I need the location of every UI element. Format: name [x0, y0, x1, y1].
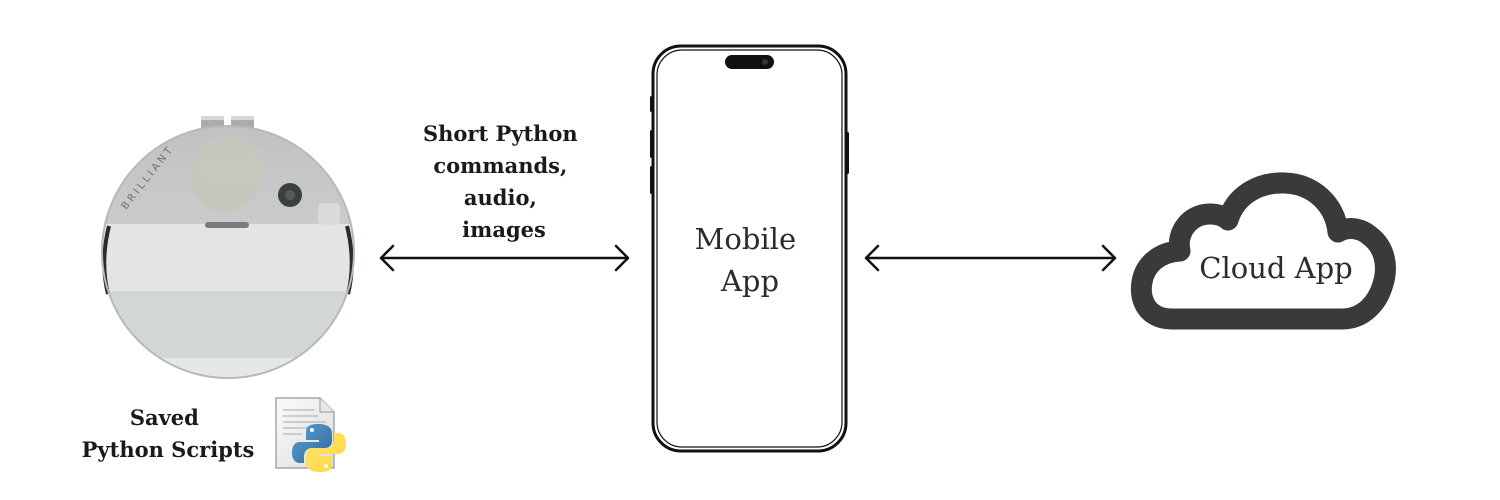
phone-label: Mobile App — [695, 222, 806, 298]
cloud-icon — [1130, 172, 1396, 330]
phone-label-line-2: App — [720, 264, 779, 298]
double-headed-arrow-icon — [379, 244, 630, 272]
left-link-label-line-3: audio, — [464, 185, 537, 210]
device-caption-line-2: Python Scripts — [82, 437, 255, 462]
brilliant-device-image: BRILLIANT — [101, 116, 355, 379]
smartphone-icon — [650, 44, 849, 453]
left-link-label-line-2: commands, — [433, 153, 567, 178]
device-caption-line-1: Saved — [130, 405, 199, 430]
device-caption: Saved Python Scripts — [82, 405, 255, 462]
left-link-label-line-4: images — [462, 217, 546, 242]
phone-notch — [725, 55, 774, 69]
python-logo-icon — [292, 424, 346, 472]
left-link-label: Short Python commands, audio, images — [423, 121, 585, 242]
left-link-label-line-1: Short Python — [423, 121, 578, 146]
double-headed-arrow-icon — [864, 244, 1117, 272]
phone-label-line-1: Mobile — [695, 222, 796, 256]
cloud-label: Cloud App — [1199, 251, 1352, 285]
python-script-file-icon — [275, 397, 346, 472]
